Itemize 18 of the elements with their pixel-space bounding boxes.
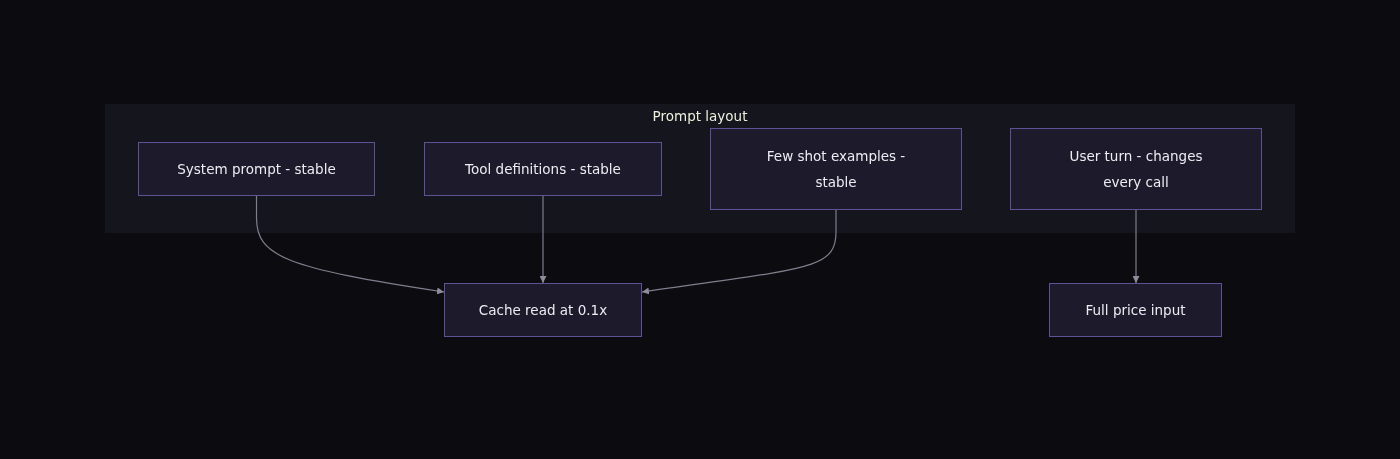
arrow <box>539 195 547 284</box>
group-panel <box>105 104 1295 233</box>
process-box <box>710 128 962 210</box>
node-label: Tool definitions - stable <box>465 160 621 179</box>
arrow <box>1132 209 1140 284</box>
arrow <box>255 195 445 295</box>
process-box <box>424 142 662 196</box>
process-box <box>138 142 375 196</box>
arrow <box>641 209 837 295</box>
group-title: Prompt layout <box>652 108 748 124</box>
process-box <box>444 283 642 337</box>
node-label: Full price input <box>1085 301 1186 320</box>
node-label: User turn - changes every call <box>1068 147 1204 192</box>
process-box <box>1010 128 1262 210</box>
node-label: System prompt - stable <box>177 160 336 179</box>
process-box <box>1049 283 1222 337</box>
node-label: Cache read at 0.1x <box>478 301 608 320</box>
node-label: Few shot examples - stable <box>765 147 907 192</box>
